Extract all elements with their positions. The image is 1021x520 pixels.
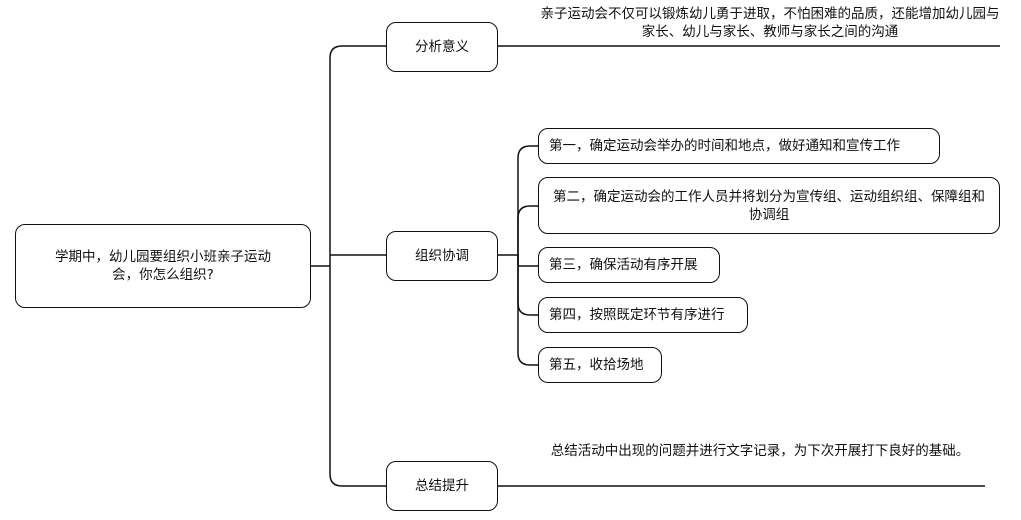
branch-analysis[interactable]: 分析意义 — [386, 22, 498, 72]
organize-item-5[interactable]: 第五，收拾场地 — [538, 347, 662, 383]
connector-leaf-1 — [517, 145, 538, 255]
branch-summary-label: 总结提升 — [415, 478, 469, 494]
branch-analysis-note: 亲子运动会不仅可以锻炼幼儿勇于进取，不怕困难的品质，还能增加幼儿园与家长、幼儿与… — [540, 6, 1000, 40]
organize-item-3-text: 第三，确保活动有序开展 — [549, 257, 698, 273]
organize-item-1[interactable]: 第一，确定运动会举办的时间和地点，做好通知和宣传工作 — [538, 128, 940, 164]
connector-leaf-5 — [517, 255, 538, 366]
branch-summary[interactable]: 总结提升 — [386, 461, 498, 511]
connector-leaf-2 — [517, 205, 538, 255]
connector-branch-1 — [329, 45, 386, 266]
branch-organize-label: 组织协调 — [415, 248, 469, 264]
branch-analysis-label: 分析意义 — [415, 39, 469, 55]
organize-item-4[interactable]: 第四，按照既定环节有序进行 — [538, 297, 748, 333]
organize-item-4-text: 第四，按照既定环节有序进行 — [549, 307, 725, 323]
branch-organize[interactable]: 组织协调 — [386, 231, 498, 281]
connector-branch-3 — [329, 266, 386, 487]
organize-item-5-text: 第五，收拾场地 — [549, 357, 644, 373]
organize-item-1-text: 第一，确定运动会举办的时间和地点，做好通知和宣传工作 — [549, 138, 900, 154]
branch-summary-note: 总结活动中出现的问题并进行文字记录，为下次开展打下良好的基础。 — [550, 443, 970, 459]
root-topic-text: 学期中，幼儿园要组织小班亲子运动会，你怎么组织? — [55, 249, 271, 283]
organize-item-2[interactable]: 第二，确定运动会的工作人员并将划分为宣传组、运动组织组、保障组和协调组 — [538, 177, 1000, 234]
connector-leaf-4 — [517, 255, 538, 316]
organize-item-3[interactable]: 第三，确保活动有序开展 — [538, 247, 720, 283]
organize-item-2-text: 第二，确定运动会的工作人员并将划分为宣传组、运动组织组、保障组和协调组 — [553, 188, 985, 223]
root-topic[interactable]: 学期中，幼儿园要组织小班亲子运动会，你怎么组织? — [15, 224, 311, 308]
